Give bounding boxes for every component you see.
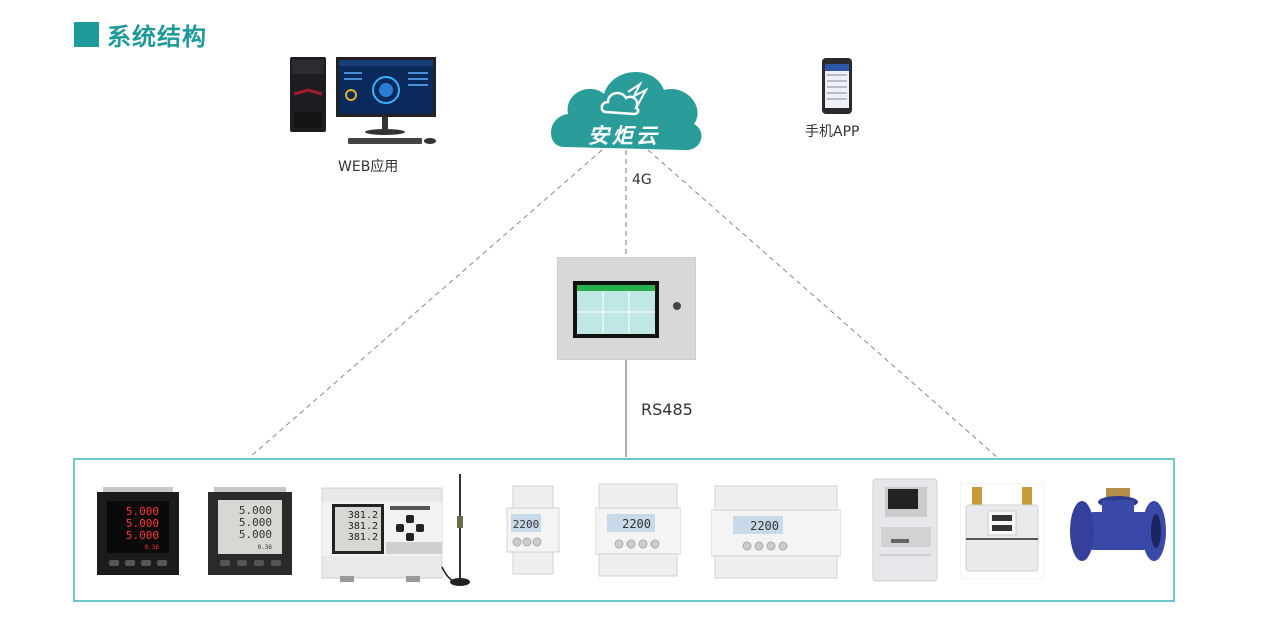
rs485-link-label: RS485 (641, 400, 693, 419)
desktop-computer-icon (290, 57, 436, 144)
section-title: 系统结构 (74, 17, 207, 52)
touchscreen-gateway-icon (556, 256, 697, 361)
link-cloud-to-devices-left (249, 149, 603, 458)
three-phase-din-meter-small: 2200 (594, 482, 682, 583)
cloud-label: 安炬云 (588, 124, 660, 148)
section-title-text: 系统结构 (107, 23, 207, 51)
reading-line-1: 5.000 (239, 504, 272, 517)
red-led-panel-meter: 5.000 5.000 5.000 0.36 (97, 487, 179, 580)
reading-line-2: 5.000 (126, 517, 159, 530)
single-phase-din-meter-icon: 2200 (506, 485, 560, 575)
smart-energy-meter (871, 477, 939, 588)
reading-line-4: 0.36 (145, 544, 160, 551)
three-phase-din-meter-small-icon: 2200 (594, 483, 682, 577)
mobile-app-node: 手机APP (800, 56, 880, 146)
wireless-din-meter-icon: 381.2 381.2 381.2 (321, 474, 470, 586)
reading-line-1: 5.000 (126, 505, 159, 518)
water-meter-icon (1070, 488, 1166, 561)
lcd-panel-meter-icon: 5.000 5.000 5.000 0.36 (208, 487, 292, 575)
gas-meter-icon (959, 482, 1045, 580)
gas-meter (959, 482, 1045, 584)
title-square-icon (74, 22, 99, 47)
smartphone-icon (822, 58, 852, 114)
reading-line-3: 381.2 (348, 532, 378, 543)
three-phase-din-meter-large-icon: 2200 (710, 485, 842, 579)
reading-line-1: 381.2 (348, 510, 378, 521)
gateway-node (556, 256, 697, 361)
web-app-node: WEB应用 (288, 52, 438, 177)
link-cloud-to-devices-right (647, 149, 998, 458)
wireless-din-meter: 381.2 381.2 381.2 (320, 472, 480, 595)
lcd-panel-meter: 5.000 5.000 5.000 0.36 (208, 487, 292, 580)
cloud-icon (550, 72, 702, 151)
reading-line-1: 2200 (750, 519, 779, 533)
reading-line-2: 5.000 (239, 516, 272, 529)
single-phase-din-meter: 2200 (503, 484, 561, 581)
4g-link-label: 4G (632, 172, 652, 188)
red-led-panel-meter-icon: 5.000 5.000 5.000 0.36 (97, 487, 179, 575)
water-meter (1068, 486, 1168, 577)
reading-line-3: 5.000 (239, 528, 272, 541)
reading-line-1: 2200 (513, 518, 540, 531)
reading-line-3: 5.000 (126, 529, 159, 542)
reading-line-2: 381.2 (348, 521, 378, 532)
mobile-app-label: 手机APP (805, 124, 860, 140)
three-phase-din-meter-large: 2200 (710, 484, 842, 585)
smart-energy-meter-icon (872, 478, 938, 582)
reading-line-1: 2200 (622, 517, 651, 531)
reading-line-4: 0.36 (258, 544, 273, 551)
cloud-node: 安炬云 (546, 62, 706, 157)
web-app-label: WEB应用 (338, 159, 399, 175)
field-devices-box (73, 458, 1175, 602)
